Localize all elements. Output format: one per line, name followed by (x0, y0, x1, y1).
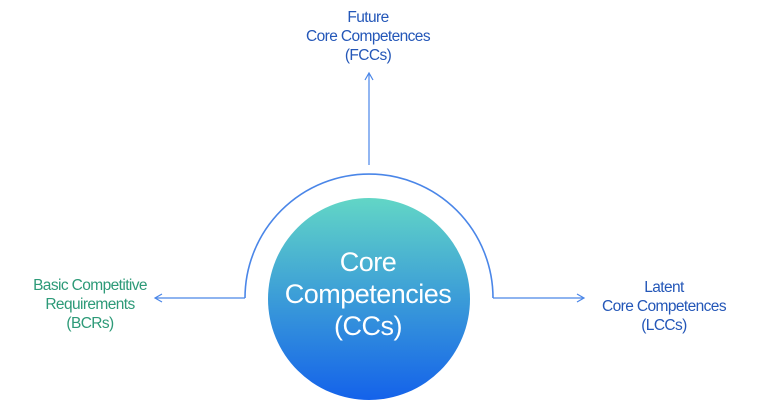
basic-line-2: Requirements (45, 296, 135, 313)
core-line-3: (CCs) (334, 311, 402, 341)
future-core-competences-label: Future Core Competences (FCCs) (270, 8, 466, 65)
latent-line-1: Latent (644, 279, 684, 296)
outer-arc (244, 173, 494, 299)
core-line-1: Core (339, 247, 397, 277)
latent-line-2: Core Competences (602, 298, 727, 315)
core-circle (268, 198, 470, 400)
basic-line-1: Basic Competitive (33, 277, 147, 294)
future-line-3: (FCCs) (344, 47, 392, 64)
latent-line-3: (LCCs) (641, 317, 687, 334)
basic-line-3: (BCRs) (66, 315, 114, 332)
latent-core-competences-label: Latent Core Competences (LCCs) (576, 278, 752, 335)
core-line-2: Competencies (284, 279, 452, 309)
future-line-1: Future (347, 9, 389, 26)
basic-competitive-requirements-label: Basic Competitive Requirements (BCRs) (2, 276, 178, 333)
future-line-2: Core Competences (306, 28, 431, 45)
core-competencies-label: Core Competencies (CCs) (268, 246, 468, 342)
